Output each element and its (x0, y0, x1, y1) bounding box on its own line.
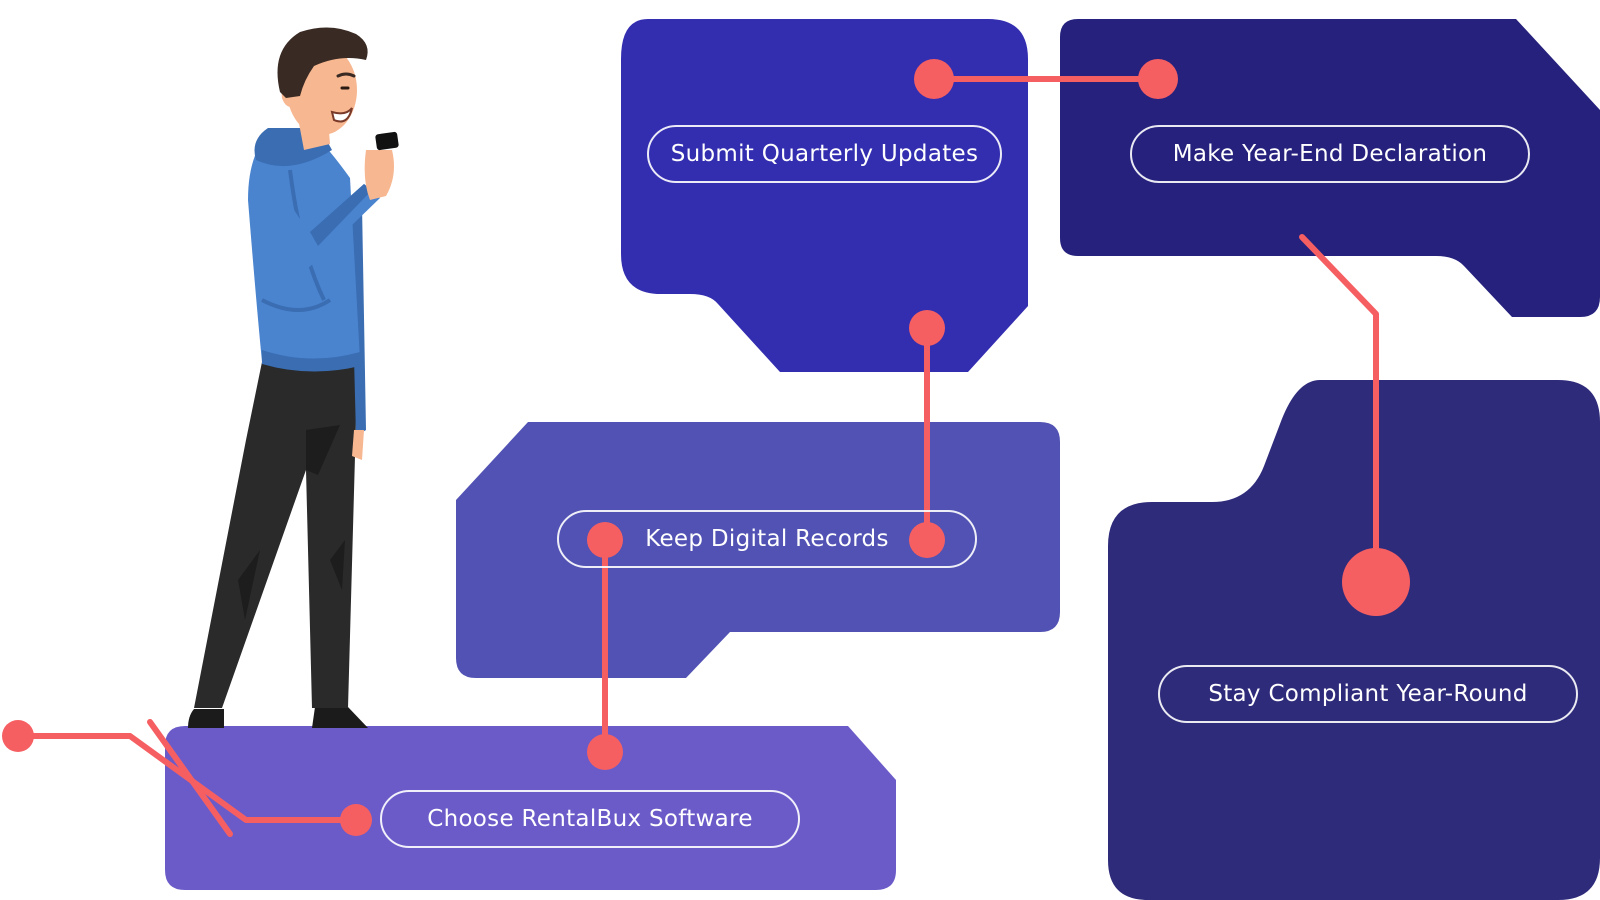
right-shoe (312, 707, 368, 728)
connector-dot-declaration-left (1138, 59, 1178, 99)
connector-dot-updates-bottom (909, 310, 945, 346)
person-illustration (188, 27, 399, 728)
hair (277, 27, 368, 99)
connector-dot-software-top (587, 734, 623, 770)
connector-dot-compliant (1342, 548, 1410, 616)
connector-dot-records-right (909, 522, 945, 558)
connector-declaration-to-compliant (1299, 234, 1379, 585)
pants-shadow (238, 425, 345, 620)
card-submit-updates (621, 19, 1028, 372)
connector-dot-start (2, 720, 34, 752)
front-arm (250, 168, 380, 274)
step-label-keep-records: Keep Digital Records (557, 510, 977, 568)
pants (194, 362, 360, 708)
left-shoe (188, 709, 224, 728)
step-label-stay-compliant: Stay Compliant Year-Round (1158, 665, 1578, 723)
card-choose-software (165, 726, 896, 890)
connector-start-line-parallel (147, 719, 233, 837)
connector-dot-software (340, 804, 372, 836)
connector-dots (2, 59, 1410, 836)
phone-icon (375, 131, 399, 151)
hoodie-waistband (262, 350, 360, 372)
step-label-choose-software: Choose RentalBux Software (380, 790, 800, 848)
connector-dot-updates-right (914, 59, 954, 99)
step-label-year-end-declaration: Make Year-End Declaration (1130, 125, 1530, 183)
hand (364, 150, 394, 200)
card-stay-compliant (1108, 380, 1600, 900)
front-arm-shadow (310, 184, 372, 246)
card-year-end-declaration (1060, 19, 1600, 317)
eyebrow (336, 72, 356, 78)
step-label-submit-updates: Submit Quarterly Updates (647, 125, 1002, 183)
back-hand (352, 430, 364, 460)
connector-dot-records-left (587, 522, 623, 558)
connector-lines (15, 76, 1379, 837)
mouth (330, 107, 353, 123)
